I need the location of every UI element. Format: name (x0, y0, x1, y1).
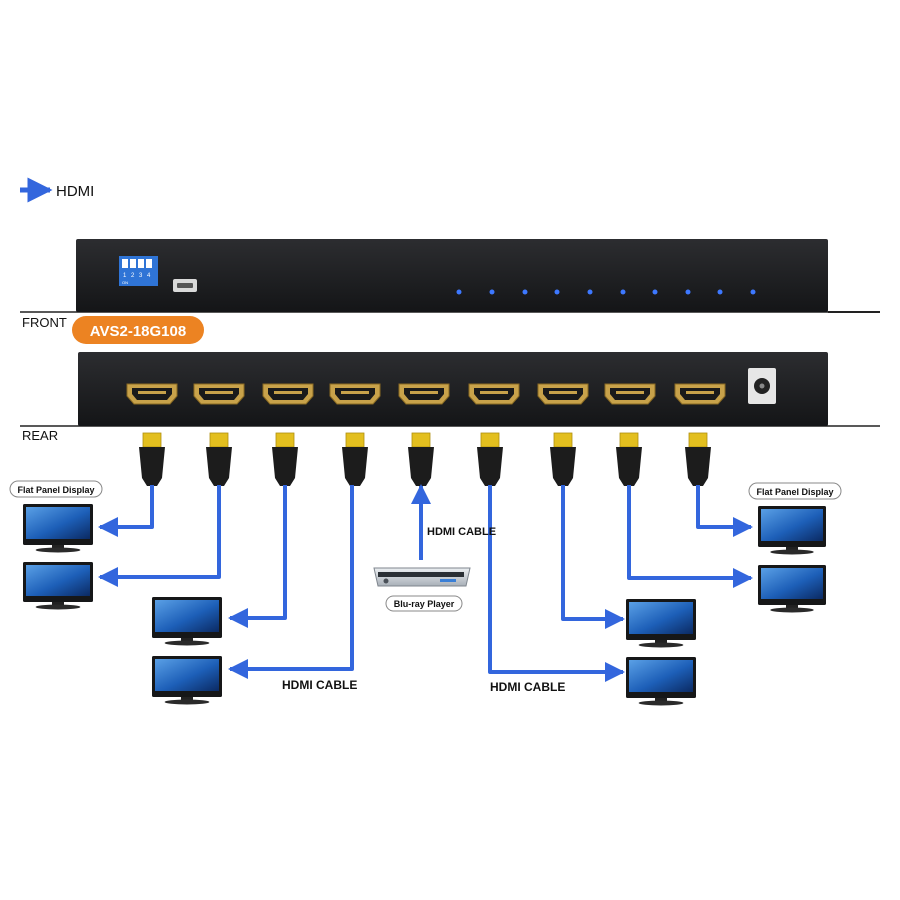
hdmi-connector-icon (477, 432, 503, 486)
model-name: AVS2-18G108 (90, 323, 186, 340)
dip-number-4: 4 (147, 273, 151, 279)
flat-panel-label-left: Flat Panel Display (9, 480, 103, 498)
rear-chassis (78, 352, 828, 426)
hdmi-connector-icon (616, 432, 642, 486)
hdmi-connector-icon (550, 432, 576, 486)
hdmi-connector-icon (342, 432, 368, 486)
hdmi-output-port-6[interactable] (537, 383, 589, 405)
hdmi-connector-icon (685, 432, 711, 486)
legend: HDMI (20, 177, 94, 203)
led-6 (620, 289, 626, 295)
hdmi-output-port-1[interactable] (126, 383, 178, 405)
led-1 (456, 289, 462, 295)
blu-ray-player-icon (373, 567, 471, 587)
dip-switch[interactable]: 1 2 3 4 ON (119, 256, 158, 286)
hdmi-connector-icon (408, 432, 434, 486)
flat-panel-display-icon (758, 506, 826, 555)
cable-lines (98, 484, 753, 682)
cable-out-5 (488, 485, 625, 682)
rear-label: REAR (22, 428, 58, 443)
led-4 (554, 289, 560, 295)
indicator-leds (456, 289, 756, 295)
cable-input-label: HDMI CABLE (427, 526, 496, 538)
dip-number-3: 3 (139, 273, 143, 279)
svg-text:Blu-ray Player: Blu-ray Player (394, 599, 455, 609)
cable-out-6 (561, 485, 625, 629)
hdmi-output-port-7[interactable] (604, 383, 656, 405)
led-2 (489, 289, 495, 295)
cable-left-label: HDMI CABLE (282, 678, 357, 692)
front-panel: 1 2 3 4 ON FRONT (20, 239, 880, 330)
front-label: FRONT (22, 315, 67, 330)
rear-panel: REAR (20, 352, 880, 443)
dip-number-1: 1 (123, 273, 127, 279)
flat-panel-display-icon (626, 657, 696, 706)
front-chassis (76, 239, 828, 312)
cable-right-label: HDMI CABLE (490, 680, 565, 694)
hdmi-connector-icon (139, 432, 165, 486)
hdmi-output-port-3[interactable] (262, 383, 314, 405)
svg-text:Flat Panel Display: Flat Panel Display (756, 487, 833, 497)
cable-out-7 (627, 485, 753, 588)
dip-on-label: ON (122, 280, 128, 285)
model-badge: AVS2-18G108 (72, 316, 204, 344)
cable-out-3 (228, 485, 287, 628)
led-10 (750, 289, 756, 295)
flat-panel-display-icon (23, 562, 93, 610)
svg-text:Flat Panel Display: Flat Panel Display (17, 485, 94, 495)
flat-panel-display-icon (152, 656, 222, 705)
flat-panel-label-right: Flat Panel Display (748, 482, 842, 500)
flat-panel-display-icon (758, 565, 826, 613)
led-3 (522, 289, 528, 295)
flat-panel-display-icon (626, 599, 696, 648)
hdmi-connector-icon (206, 432, 232, 486)
legend-label: HDMI (56, 183, 94, 200)
cable-out-4 (228, 485, 354, 679)
hdmi-connector-icon (272, 432, 298, 486)
usb-port-icon[interactable] (173, 279, 197, 292)
blu-ray-player-label: Blu-ray Player (385, 595, 463, 612)
dip-number-2: 2 (131, 273, 135, 279)
hdmi-output-port-5[interactable] (468, 383, 520, 405)
led-5 (587, 289, 593, 295)
hdmi-output-port-8[interactable] (674, 383, 726, 405)
power-jack-icon[interactable] (748, 368, 776, 404)
flat-panel-display-icon (23, 504, 93, 553)
led-7 (652, 289, 658, 295)
cable-out-8 (696, 485, 753, 537)
led-8 (685, 289, 691, 295)
cable-out-2 (98, 485, 221, 587)
hdmi-output-port-2[interactable] (193, 383, 245, 405)
hdmi-input-port[interactable] (398, 383, 450, 405)
flat-panel-display-icon (152, 597, 222, 646)
cable-out-1 (98, 485, 154, 537)
hdmi-output-port-4[interactable] (329, 383, 381, 405)
led-9 (717, 289, 723, 295)
